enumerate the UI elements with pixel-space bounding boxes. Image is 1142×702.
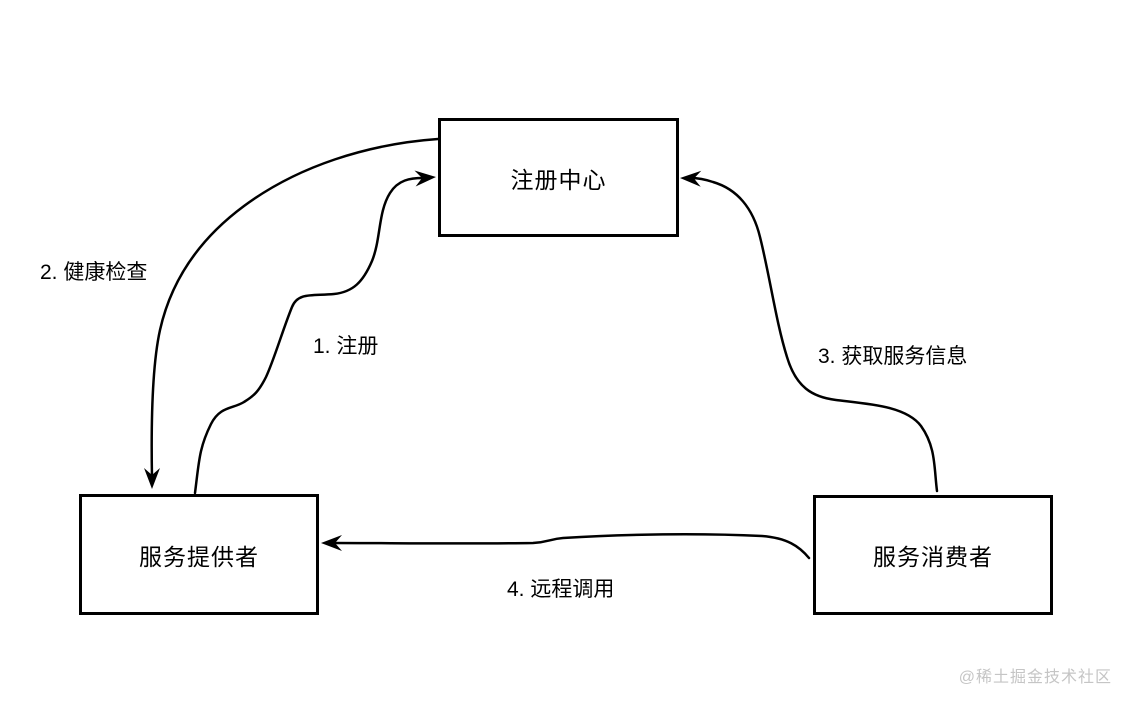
edge-register-line (193, 176, 425, 495)
node-registry: 注册中心 (438, 118, 679, 237)
node-provider: 服务提供者 (79, 494, 319, 615)
arrowhead-register (414, 170, 436, 187)
edge-remote-call-line (330, 533, 811, 560)
edge-label-health-check: 2. 健康检查 (40, 261, 148, 284)
watermark: @稀土掘金技术社区 (958, 669, 1112, 686)
edge-label-fetch-info: 3. 获取服务信息 (818, 345, 968, 368)
node-provider-label: 服务提供者 (139, 543, 259, 570)
edge-label-register: 1. 注册 (313, 335, 379, 358)
arrowhead-remote-call (321, 535, 342, 551)
node-consumer: 服务消费者 (813, 495, 1053, 615)
node-registry-label: 注册中心 (510, 166, 607, 193)
edge-fetch-info-line (689, 176, 939, 493)
arrowhead-fetch-info (680, 170, 702, 187)
node-consumer-label: 服务消费者 (873, 544, 993, 570)
arrowhead-health-check (144, 468, 160, 489)
edge-health-check-line (150, 137, 440, 480)
edge-label-remote-call: 4. 远程调用 (507, 578, 615, 601)
